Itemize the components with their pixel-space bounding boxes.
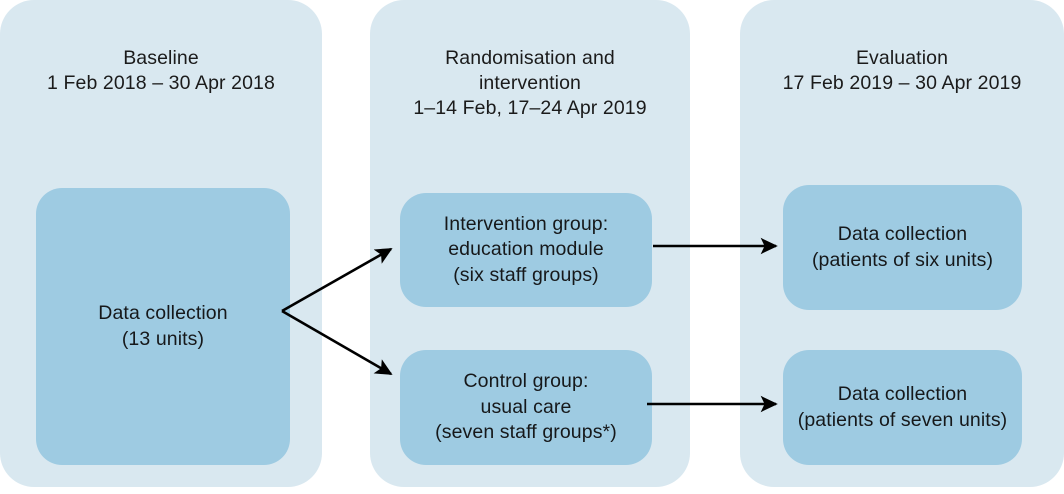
node-baseline-data-collection: Data collection (13 units) bbox=[36, 188, 290, 465]
node-control-group: Control group: usual care (seven staff g… bbox=[400, 350, 652, 465]
panel-evaluation-heading: Evaluation 17 Feb 2019 – 30 Apr 2019 bbox=[782, 47, 1022, 94]
node-evaluation-six-units: Data collection (patients of six units) bbox=[783, 185, 1022, 310]
panel-randomisation-heading: Randomisation and intervention 1–14 Feb,… bbox=[413, 47, 647, 119]
node-intervention-group: Intervention group: education module (si… bbox=[400, 193, 652, 307]
panel-baseline-heading: Baseline 1 Feb 2018 – 30 Apr 2018 bbox=[47, 47, 275, 94]
node-evaluation-seven-units: Data collection (patients of seven units… bbox=[783, 350, 1022, 465]
